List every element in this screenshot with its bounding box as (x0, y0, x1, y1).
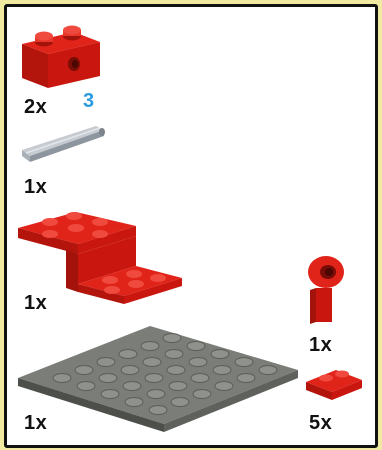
part-quantity-axle: 1x (24, 176, 47, 199)
step-number: 3 (83, 90, 94, 113)
gray-axle-icon (16, 118, 110, 168)
part-quantity-brick: 2x (24, 96, 47, 119)
gray-baseplate-icon (14, 316, 304, 436)
red-brick-icon (14, 22, 114, 92)
red-plate-1x2-icon (302, 360, 366, 406)
red-bracket-icon (14, 200, 194, 310)
part-quantity-pin-connector: 1x (309, 334, 332, 357)
red-pin-connector-icon (298, 252, 354, 328)
part-quantity-plate-1x2: 5x (309, 412, 332, 435)
